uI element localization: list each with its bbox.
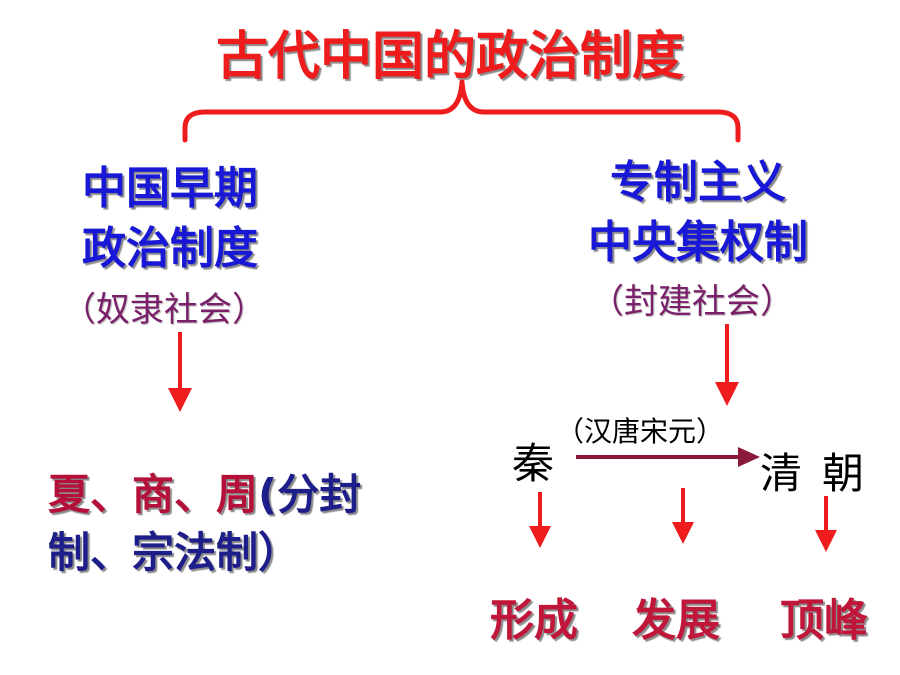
right-branch-society: （封建社会） <box>590 282 794 322</box>
stage-development: 发展 <box>632 595 720 646</box>
right-down-arrow <box>715 324 739 406</box>
enfeoffment-system: (分封 <box>258 470 362 519</box>
stage-formation: 形成 <box>490 595 578 646</box>
stage-arrow-development <box>672 488 694 544</box>
title-brace <box>182 79 741 143</box>
diagram-title: 古代中国的政治制度 <box>215 27 684 87</box>
right-branch-line1: 专制主义 <box>610 157 786 208</box>
left-branch-line1: 中国早期 <box>82 163 258 214</box>
left-branch-society: （奴隶社会） <box>62 290 266 330</box>
dynasty-qin: 秦 <box>512 439 555 488</box>
dynasty-qing: 清 <box>760 449 803 498</box>
stage-peak: 顶峰 <box>780 595 868 646</box>
dynasty-timeline-arrow <box>576 447 760 467</box>
dynasties-xia-shang-zhou: 夏、商、周 <box>48 470 259 519</box>
right-branch-line2: 中央集权制 <box>588 217 808 268</box>
stage-arrow-formation <box>529 492 551 548</box>
dynasties-han-tang-song-yuan: （汉唐宋元） <box>556 415 725 448</box>
dynasty-chao: 朝 <box>822 449 865 498</box>
stage-arrow-peak <box>815 496 837 552</box>
left-result-line2: 制、宗法制） <box>48 528 301 577</box>
left-branch-line2: 政治制度 <box>82 223 258 274</box>
left-down-arrow <box>168 332 192 412</box>
left-result-line1: 夏、商、周(分封 <box>48 466 361 524</box>
